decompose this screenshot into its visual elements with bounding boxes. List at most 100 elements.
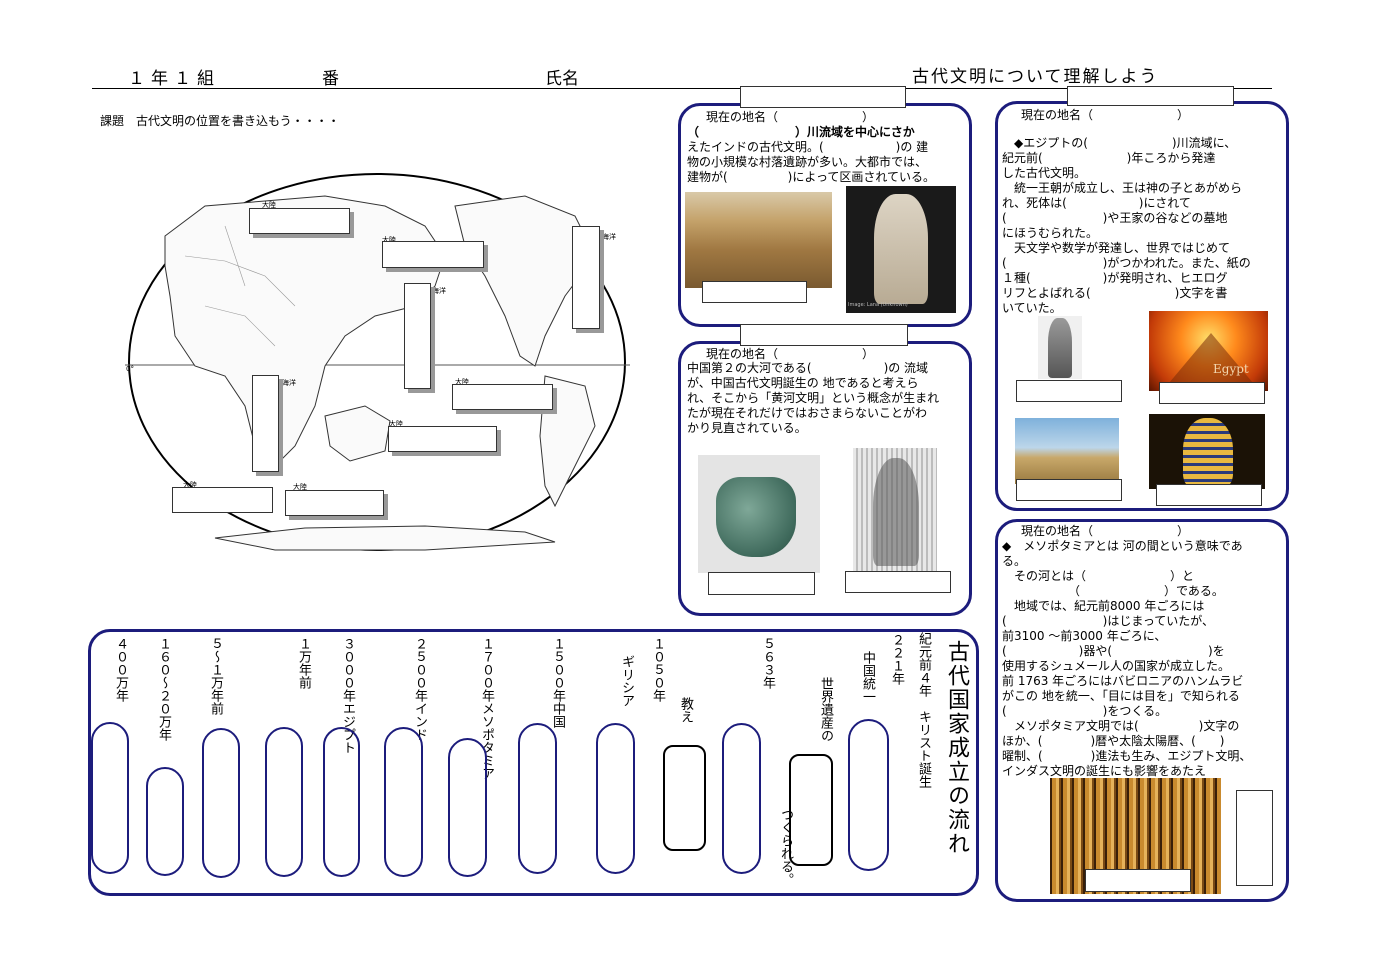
timeline-label-china: １５００年中国 <box>550 637 565 728</box>
worksheet-title: 古代文明について理解しよう <box>912 67 1159 87</box>
china-line-3: れ、そこから「黄河文明」という概念が生まれ <box>687 391 940 405</box>
timeline-answer-oval-1[interactable] <box>91 722 129 874</box>
meso-photo-answer-box[interactable] <box>1085 869 1191 892</box>
china-title-box[interactable] <box>740 324 908 346</box>
indus-text: （ ）川流域を中心にさか えたインドの古代文明。( )の 建 物の小規模な村落遺… <box>687 125 935 185</box>
map-answer-box-4[interactable] <box>404 283 431 389</box>
timeline-answer-oval-7[interactable] <box>448 738 487 877</box>
ocean-label-1: 海洋 <box>602 233 616 241</box>
stele-shape <box>1048 318 1072 378</box>
map-answer-box-1[interactable] <box>249 208 350 234</box>
china-photo-answer-box-2[interactable] <box>845 571 951 593</box>
meso-line-13: メソポタミア文明では( )文字の <box>1002 719 1240 733</box>
timeline-answer-oval-3[interactable] <box>202 728 240 878</box>
china-photo-answer-box-1[interactable] <box>708 572 815 595</box>
egypt-sphinx-photo <box>1015 418 1119 484</box>
timeline-answer-oval-8[interactable] <box>518 723 557 874</box>
world-map <box>125 166 630 559</box>
timeline-label-egypt: ３０００年エジプト <box>340 637 355 754</box>
class-label: １年１組 <box>128 69 220 89</box>
mesopotamia-place-label: 現在の地名（ ） <box>1021 524 1190 538</box>
emperor-figure-shape <box>873 458 919 566</box>
egypt-line-2: 紀元前( )年ころから発達 <box>1002 151 1216 165</box>
map-answer-box-3[interactable] <box>572 226 600 329</box>
indus-place-label: 現在の地名（ ） <box>706 110 875 124</box>
timeline-label-221: ２２１年 <box>889 633 904 685</box>
world-map-outline <box>125 173 630 551</box>
meso-line-10: 前 1763 年ごろにはバビロニアのハンムラビ <box>1002 674 1244 688</box>
egypt-photo-caption: Egypt <box>1213 362 1249 376</box>
indus-photo-credit: Image: Lana (Unknown) <box>848 302 908 308</box>
pyramid-silhouette <box>1169 333 1253 383</box>
map-answer-box-5[interactable] <box>252 375 279 472</box>
meso-line-7: 前3100 〜前3000 年ごろに、 <box>1002 629 1167 643</box>
indus-title-box[interactable] <box>740 86 906 108</box>
egypt-line-3: した古代文明。 <box>1002 166 1087 180</box>
timeline-answer-oval-4[interactable] <box>265 727 303 877</box>
egypt-text: ◆エジプトの( )川流域に、 紀元前( )年ころから発達 した古代文明。 統一王… <box>1002 136 1251 316</box>
meso-line-15: 曜制、( )進法も生み、エジプト文明、 <box>1002 749 1252 763</box>
timeline-answer-box-heritage[interactable] <box>789 754 833 866</box>
map-answer-box-2[interactable] <box>382 241 484 268</box>
indus-line-2: えたインドの古代文明。( )の 建 <box>687 140 929 154</box>
meso-line-1: ◆ メソポタミアとは 河の間という意味であ <box>1002 539 1243 553</box>
timeline-answer-oval-6[interactable] <box>384 727 423 877</box>
statue-shape <box>874 194 928 304</box>
mesopotamia-text: ◆ メソポタミアとは 河の間という意味であ る。 その河とは（ ）と （ ）であ… <box>1002 539 1251 779</box>
timeline-answer-oval-11[interactable] <box>848 719 889 871</box>
china-line-2: が、中国古代文明誕生の 地であると考えら <box>687 376 919 390</box>
indus-line-1: （ ）川流域を中心にさか <box>687 125 915 139</box>
timeline-label-india: ２５００年インド <box>412 637 427 741</box>
timeline-label-1man: １万年前 <box>296 637 311 689</box>
continent-label-1: 大陸 <box>262 201 276 209</box>
ocean-label-3: 海洋 <box>282 379 296 387</box>
indus-ruins-photo <box>685 192 832 288</box>
meso-line-3: その河とは（ ）と <box>1002 569 1195 583</box>
egypt-place-label: 現在の地名（ ） <box>1021 108 1190 122</box>
egypt-line-7: にほうむられた。 <box>1002 226 1099 240</box>
egypt-line-11: リフとよばれる( )文字を書 <box>1002 286 1228 300</box>
meso-line-6: ( )はじまっていたが、 <box>1002 614 1215 628</box>
ocean-label-2: 海洋 <box>432 287 446 295</box>
map-answer-box-8[interactable] <box>172 487 273 513</box>
timeline-answer-oval-2[interactable] <box>146 767 184 876</box>
timeline-label-china-unification: 中国統一 <box>860 651 875 703</box>
china-line-4: たが現在それだけではおさまらないことがわ <box>687 406 928 420</box>
egypt-photo-answer-box-1[interactable] <box>1016 380 1122 402</box>
meso-line-9: 使用するシュメール人の国家が成立した。 <box>1002 659 1231 673</box>
meso-line-2: る。 <box>1002 554 1027 568</box>
china-bronze-vessel-photo <box>698 455 820 573</box>
egypt-photo-answer-box-4[interactable] <box>1156 484 1262 506</box>
map-task: 課題 古代文明の位置を書き込もう・・・・ <box>100 114 340 128</box>
timeline-label-1050: １０５０年 <box>650 637 665 702</box>
timeline-answer-oval-9[interactable] <box>596 723 635 874</box>
indus-line-3: 物の小規模な村落遺跡が多い。大都市では、 <box>687 155 928 169</box>
meso-line-12: ( )をつくる。 <box>1002 704 1168 718</box>
map-answer-box-9[interactable] <box>285 490 384 516</box>
egypt-pyramid-photo: Egypt <box>1149 311 1268 391</box>
map-answer-box-7[interactable] <box>388 426 497 452</box>
indus-line-4: 建物が( )によって区画されている。 <box>687 170 936 184</box>
continent-label-5: 大陸 <box>183 481 197 489</box>
meso-line-4: （ ）である。 <box>1002 584 1224 598</box>
egypt-line-10: １種( )が発明され、ヒエログ <box>1002 271 1228 285</box>
header-underline <box>92 88 1272 89</box>
map-answer-box-6[interactable] <box>452 384 553 410</box>
timeline-answer-box-teachings[interactable] <box>663 745 706 851</box>
egypt-line-1: ◆エジプトの( )川流域に、 <box>1014 136 1237 150</box>
timeline-answer-oval-10[interactable] <box>722 723 761 874</box>
egypt-title-box[interactable] <box>1067 86 1234 106</box>
timeline-answer-oval-5[interactable] <box>323 727 360 877</box>
meso-side-answer-box[interactable] <box>1236 790 1273 886</box>
indus-photo-answer-box[interactable] <box>702 281 807 303</box>
zero-degree-label: 0° <box>126 365 134 373</box>
egypt-photo-answer-box-2[interactable] <box>1159 382 1265 404</box>
meso-line-8: ( )器や( )を <box>1002 644 1225 658</box>
egypt-stele-photo <box>1038 316 1082 379</box>
egypt-photo-answer-box-3[interactable] <box>1016 479 1122 501</box>
timeline-label-mesopotamia: １７００年メソポタミア <box>479 637 494 780</box>
name-label: 氏名 <box>545 69 579 89</box>
china-place-label: 現在の地名（ ） <box>706 347 875 361</box>
timeline-label-400man: ４００万年 <box>113 637 128 702</box>
continent-label-2: 大陸 <box>382 236 396 244</box>
